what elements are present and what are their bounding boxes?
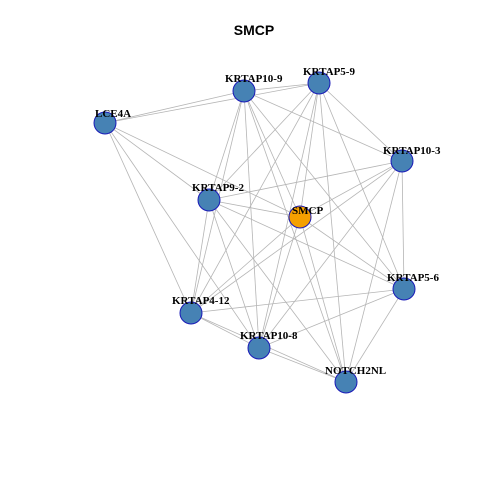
edge-krtap10-3-krtap4-12 [190,160,403,314]
edge-lce4a-smcp [104,122,301,218]
edge-smcp-krtap10-8 [258,216,301,349]
edge-krtap5-9-lce4a [104,82,320,124]
edge-krtap10-9-krtap5-6 [243,90,405,290]
node-notch2nl [334,370,358,394]
edge-krtap10-3-krtap9-2 [208,160,403,201]
node-krtap5-6 [392,277,416,301]
edge-krtap5-9-krtap10-3 [318,82,403,162]
diagram-title: SMCP [234,22,274,38]
edge-krtap10-9-krtap9-2 [208,90,245,201]
node-label-krtap5-9: KRTAP5-9 [303,66,355,78]
edge-krtap10-3-krtap10-8 [258,160,403,349]
edge-lce4a-krtap10-8 [104,122,260,349]
edge-krtap5-6-krtap4-12 [190,288,405,314]
edge-smcp-krtap4-12 [190,216,301,314]
edge-krtap5-9-krtap4-12 [190,82,320,314]
edge-krtap5-9-krtap5-6 [318,82,405,290]
edge-krtap5-6-notch2nl [345,288,405,383]
edge-lce4a-krtap9-2 [104,122,210,201]
node-krtap9-2 [197,188,221,212]
edge-smcp-notch2nl [299,216,347,383]
edge-krtap5-9-smcp [299,82,320,218]
edge-krtap9-2-smcp [208,199,301,218]
node-label-krtap9-2: KRTAP9-2 [192,182,244,194]
edge-krtap10-9-krtap5-9 [243,82,320,92]
edge-krtap5-6-krtap10-8 [258,288,405,349]
edge-krtap4-12-krtap10-8 [190,312,260,349]
node-krtap10-8 [247,336,271,360]
node-label-notch2nl: NOTCH2NL [325,365,386,377]
node-krtap10-3 [390,149,414,173]
edge-krtap9-2-notch2nl [208,199,347,383]
edge-krtap9-2-krtap5-6 [208,199,405,290]
edge-krtap5-9-krtap9-2 [208,82,320,201]
edge-krtap10-3-notch2nl [345,160,403,383]
node-label-krtap5-6: KRTAP5-6 [387,272,439,284]
node-smcp [288,205,312,229]
edge-krtap9-2-krtap10-8 [208,199,260,349]
node-layer [93,71,416,394]
edge-layer [104,82,405,383]
edge-lce4a-krtap4-12 [104,122,192,314]
edge-krtap10-9-notch2nl [243,90,347,383]
node-label-krtap4-12: KRTAP4-12 [172,295,230,307]
node-label-krtap10-8: KRTAP10-8 [240,330,298,342]
node-label-krtap10-9: KRTAP10-9 [225,73,283,85]
edge-krtap10-3-smcp [299,160,403,218]
edge-krtap10-9-smcp [243,90,301,218]
edge-krtap10-9-lce4a [104,90,245,124]
edge-krtap10-8-notch2nl [258,347,347,383]
edge-krtap5-9-notch2nl [318,82,347,383]
edge-krtap9-2-krtap4-12 [190,199,210,314]
node-lce4a [93,111,117,135]
node-krtap10-9 [232,79,256,103]
edge-krtap10-3-krtap5-6 [401,160,405,290]
edge-smcp-krtap5-6 [299,216,405,290]
node-label-krtap10-3: KRTAP10-3 [383,145,441,157]
node-label-lce4a: LCE4A [95,108,131,120]
node-label-smcp: SMCP [292,205,323,217]
node-krtap4-12 [179,301,203,325]
node-krtap5-9 [307,71,331,95]
